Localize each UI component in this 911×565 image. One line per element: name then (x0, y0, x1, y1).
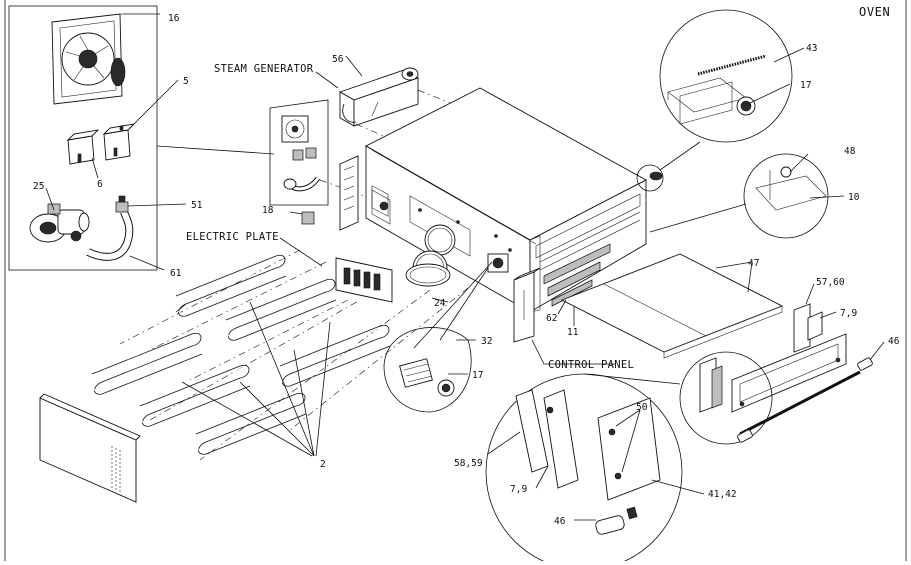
callout-11: 11 (567, 327, 579, 338)
switch-18 (301, 211, 315, 225)
callout-10: 10 (848, 192, 860, 203)
callout-41-42: 41,42 (708, 489, 737, 500)
callout-2: 2 (320, 459, 326, 470)
component-inset-box (8, 5, 158, 271)
callout-7-9-right: 7,9 (840, 308, 857, 319)
detail-circle-48 (649, 153, 829, 239)
callout-6: 6 (97, 179, 103, 190)
callout-46-right: 46 (888, 336, 900, 347)
callout-17-connector: 17 (472, 370, 483, 381)
callout-25: 25 (33, 181, 44, 192)
detail-circle-43 (636, 9, 793, 192)
callout-47: 47 (748, 258, 759, 269)
gasket-24 (405, 263, 451, 287)
oven-body (339, 87, 647, 313)
caption-steam-generator: STEAM GENERATOR (214, 63, 314, 75)
front-panel (39, 393, 141, 503)
callout-58-59: 58,59 (454, 458, 483, 469)
relays-5-6 (66, 123, 136, 165)
connector-detail-32 (383, 261, 493, 413)
conveyor-belt-47 (560, 253, 784, 359)
callout-62: 62 (546, 313, 557, 324)
callout-46-bottom: 46 (554, 516, 566, 527)
callout-leaders (45, 13, 885, 521)
page-frame (4, 0, 907, 561)
callout-16: 16 (168, 13, 180, 24)
callout-32: 32 (481, 336, 492, 347)
hose-61 (86, 195, 134, 261)
caption-electric-plate: ELECTRIC PLATE (186, 231, 279, 243)
callout-48: 48 (844, 146, 856, 157)
callout-7-9-bottom: 7,9 (510, 484, 527, 495)
small-component-inset (269, 99, 329, 225)
callout-18: 18 (262, 205, 274, 216)
electric-plate (335, 257, 451, 303)
callout-17-bearing: 17 (800, 80, 811, 91)
steam-generator-56 (338, 67, 420, 127)
callout-51: 51 (191, 200, 203, 211)
detail-circle-rod (679, 351, 873, 445)
callout-5: 5 (183, 76, 189, 87)
callout-50: 50 (636, 402, 648, 413)
control-panel (513, 267, 541, 343)
callout-labels: 16 5 6 25 51 61 STEAM GENERATOR 56 18 EL… (33, 13, 900, 527)
callout-61: 61 (170, 268, 182, 279)
diagram-title: OVEN (859, 5, 890, 19)
caption-control-panel: CONTROL PANEL (548, 359, 634, 371)
fan-16 (51, 13, 126, 105)
callout-56: 56 (332, 54, 344, 65)
detail-circle-bottom (485, 373, 683, 565)
bracket-set-right (731, 303, 847, 413)
solenoid-valve-25 (29, 203, 90, 243)
heating-elements-2 (91, 254, 391, 455)
callout-43: 43 (806, 43, 817, 54)
inset-link-line (156, 145, 275, 155)
callout-57-60: 57,60 (816, 277, 845, 288)
callout-24: 24 (434, 298, 446, 309)
